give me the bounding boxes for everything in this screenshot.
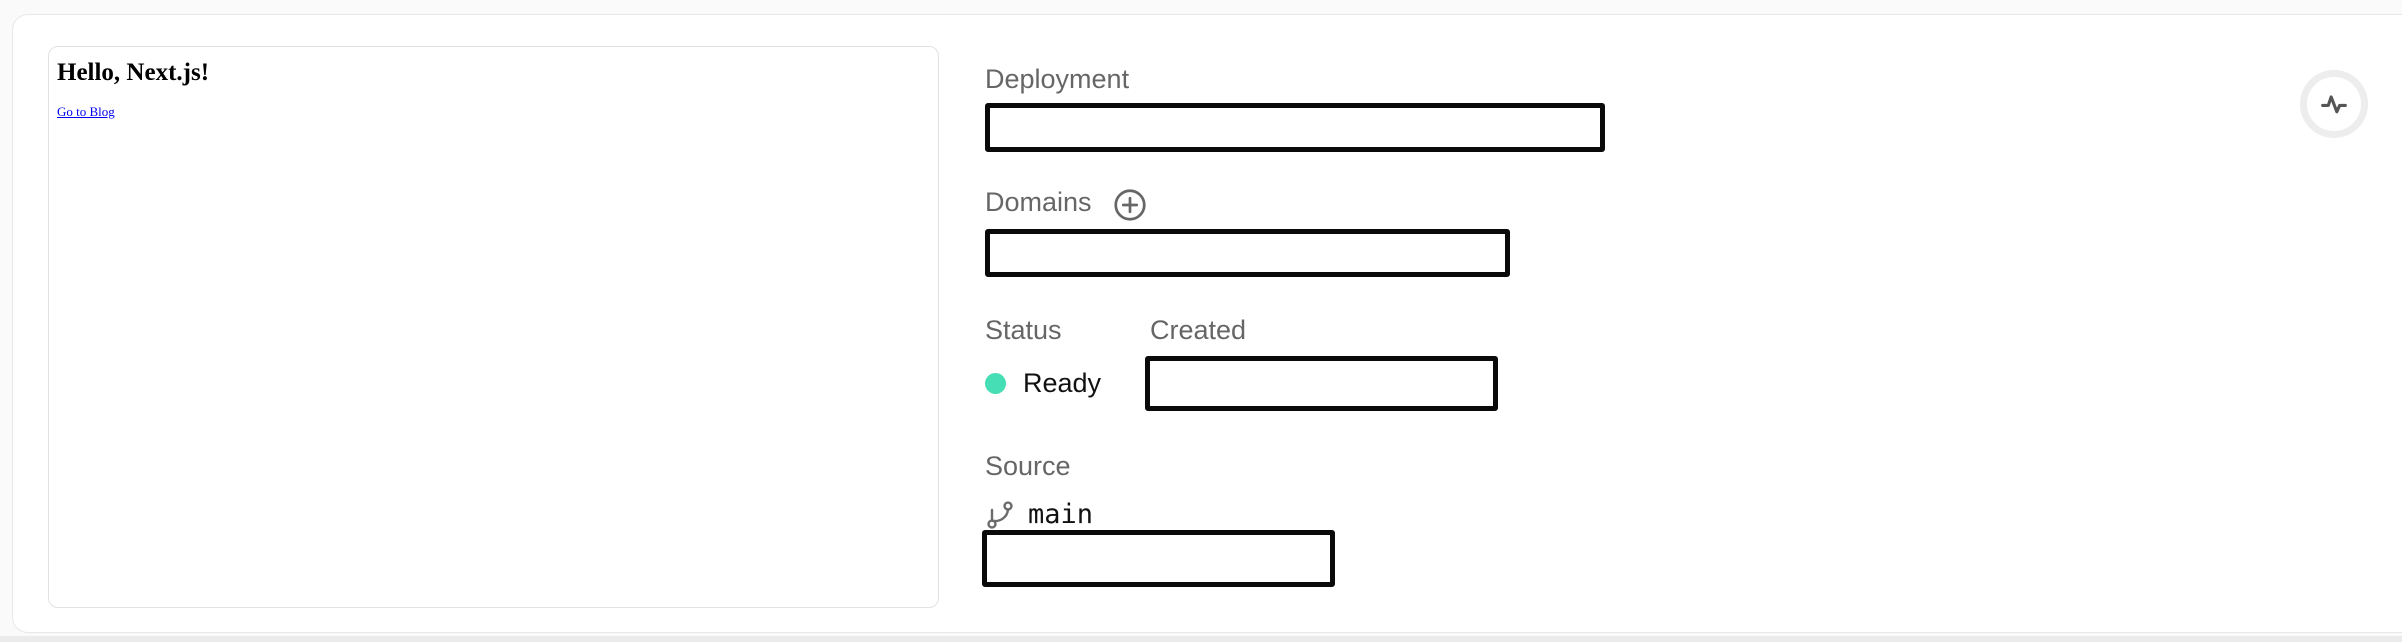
branch-name: main: [1028, 498, 1094, 530]
preview-site-heading: Hello, Next.js!: [57, 59, 210, 86]
status-value: Ready: [1023, 368, 1102, 398]
activity-pulse-icon: [2317, 87, 2351, 121]
add-domain-button[interactable]: [1112, 187, 1148, 223]
status-ready-dot: [985, 373, 1006, 394]
git-branch-icon: [984, 498, 1016, 530]
deployment-value-redacted-box: [985, 103, 1605, 152]
plus-circle-icon: [1112, 187, 1148, 223]
deployment-preview-frame[interactable]: Hello, Next.js! Go to Blog: [48, 46, 939, 608]
domains-label: Domains: [985, 187, 1092, 217]
created-value-redacted-box: [1145, 356, 1498, 411]
status-value-row: Ready: [985, 368, 1101, 399]
created-label: Created: [1150, 315, 1247, 345]
activity-button[interactable]: [2300, 70, 2368, 138]
next-section-divider: [0, 636, 2402, 642]
source-label: Source: [985, 451, 1071, 481]
status-label: Status: [985, 315, 1062, 345]
source-branch-row: main: [984, 498, 1093, 530]
domains-value-redacted-box: [985, 229, 1510, 277]
deployment-label: Deployment: [985, 64, 1130, 94]
go-to-blog-link[interactable]: Go to Blog: [57, 104, 115, 119]
source-value-redacted-box: [982, 530, 1335, 587]
